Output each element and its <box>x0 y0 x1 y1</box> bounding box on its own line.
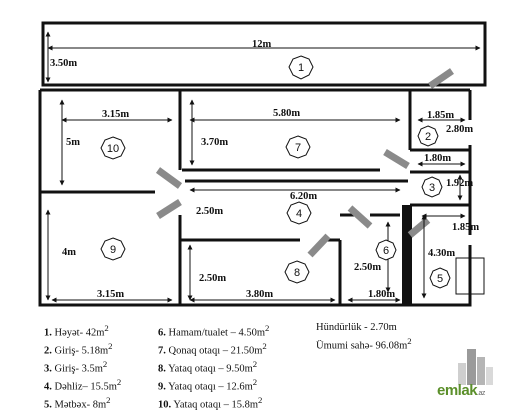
dim-label: 2.50m <box>196 206 223 217</box>
legend-column-1: 1. Həyət- 42m2 2. Giriş- 5.18m2 3. Giriş… <box>44 322 121 412</box>
dim-label: 2.50m <box>199 273 226 284</box>
dim-label: 5.80m <box>273 108 300 119</box>
legend-column-3: Hündürlük - 2.70m Ümumi sahə- 96.08m2 <box>316 322 412 353</box>
legend-item: 4. Dəhliz– 15.5m2 <box>44 377 122 393</box>
building-logo-icon <box>458 349 493 385</box>
legend-item: 1. Həyət- 42m2 <box>44 323 109 339</box>
dim-label: 2.50m <box>354 262 381 273</box>
kitchen-counter <box>402 205 412 305</box>
dimension-labels: 12m 3.50m 3.15m 5m 5.80m 3.70m 1.85m 2.8… <box>50 39 479 300</box>
room-number: 3 <box>429 182 435 194</box>
legend-item: 6. Hamam/tualet – 4.50m2 <box>158 323 270 339</box>
legend-item: 5. Mətbəx- 8m2 <box>44 395 111 411</box>
room-2-marker <box>417 125 439 147</box>
room-numbers: 1 2 3 4 5 6 7 8 9 10 <box>107 62 443 285</box>
dim-label: 4m <box>62 247 76 258</box>
room-number: 1 <box>298 62 304 74</box>
legend-column-2: 6. Hamam/tualet – 4.50m2 7. Qonaq otaqı … <box>158 322 269 412</box>
dim-label: 1.80m <box>368 289 395 300</box>
legend-item: 2. Giriş- 5.18m2 <box>44 341 113 357</box>
dim-label: 4.30m <box>428 248 455 259</box>
room-number: 8 <box>294 267 300 279</box>
kitchen-appliance <box>455 257 485 295</box>
dim-label: 12m <box>252 39 272 50</box>
dimension-lines <box>45 31 481 303</box>
room-9-marker <box>100 237 126 261</box>
dim-label: 1.92m <box>446 178 473 189</box>
dim-label: 1.80m <box>424 153 451 164</box>
dim-label: 1.85m <box>452 222 479 233</box>
walls <box>38 21 487 307</box>
dim-label: 3.15m <box>97 289 124 300</box>
room-4-marker <box>286 201 312 225</box>
dim-label: 3.80m <box>246 289 273 300</box>
dim-label: 3.15m <box>102 109 129 120</box>
room-1-marker <box>288 55 314 80</box>
room-number: 2 <box>425 131 431 143</box>
brand-logo[interactable]: emlak.az <box>437 382 485 399</box>
legend-item: 3. Giriş- 3.5m2 <box>44 359 108 375</box>
dim-label: 6.20m <box>290 191 317 202</box>
room-5-marker <box>429 267 451 289</box>
room-3-marker <box>421 176 443 198</box>
room-6-marker <box>375 239 397 261</box>
dim-label: 3.50m <box>50 58 77 69</box>
dim-label: 1.85m <box>427 110 454 121</box>
room-number: 6 <box>383 245 389 257</box>
room-number: 9 <box>110 244 116 256</box>
legend-item: 8. Yataq otaqı – 9.50m2 <box>158 359 258 375</box>
dim-label: 3.70m <box>201 137 228 148</box>
legend-item: 9. Yataq otaqı – 12.6m2 <box>158 377 258 393</box>
room-7-marker <box>285 135 311 159</box>
room-markers <box>100 55 451 289</box>
dim-label: 5m <box>66 137 80 148</box>
room-8-marker <box>284 260 310 284</box>
yard-wall <box>41 21 487 87</box>
room-number: 7 <box>295 142 301 154</box>
dim-label: 2.80m <box>446 124 473 135</box>
room-number: 4 <box>296 208 302 220</box>
height-info: Hündürlük - 2.70m <box>316 322 397 333</box>
room-number: 10 <box>107 143 119 155</box>
total-area: Ümumi sahə- 96.08m2 <box>316 335 412 352</box>
legend-item: 10. Yataq otaqı – 15.8m2 <box>158 395 263 411</box>
room-number: 5 <box>437 273 443 285</box>
legend-item: 7. Qonaq otaqı – 21.50m2 <box>158 341 267 357</box>
room-10-marker <box>100 136 126 160</box>
